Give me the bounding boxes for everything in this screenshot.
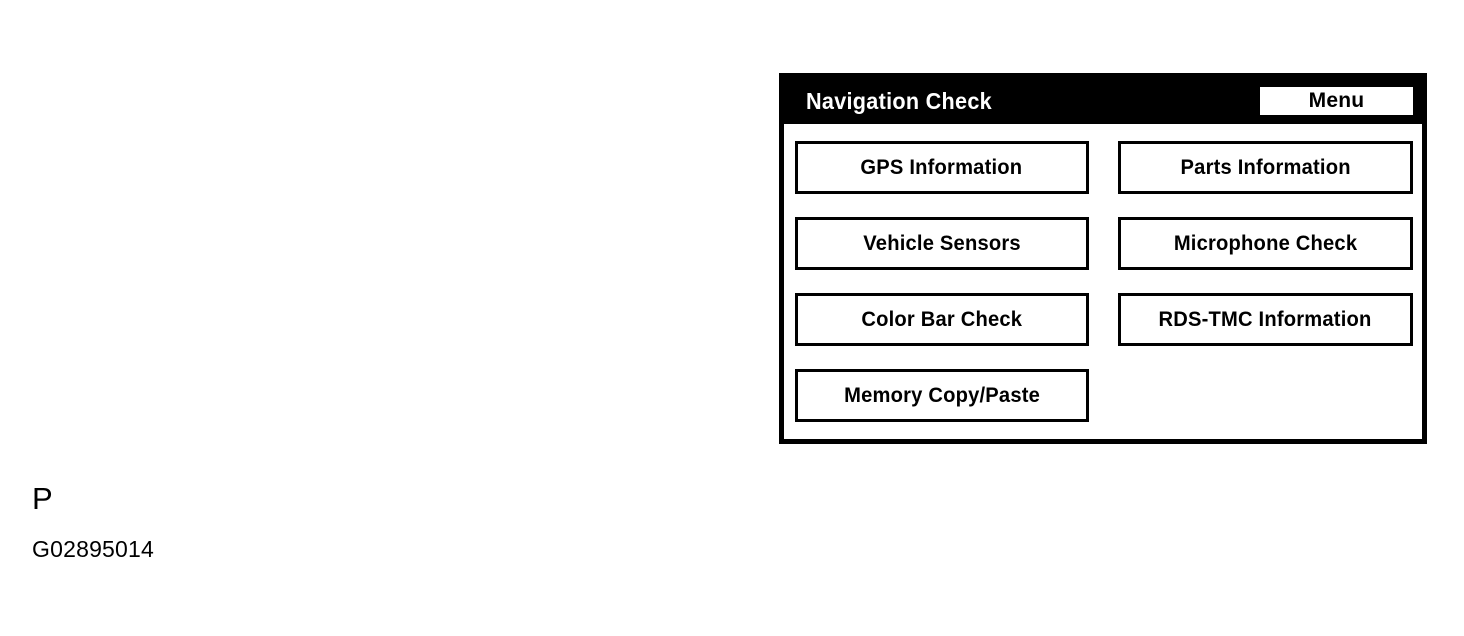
memory-copy-paste-button[interactable]: Memory Copy/Paste <box>795 369 1089 422</box>
vehicle-sensors-button[interactable]: Vehicle Sensors <box>795 217 1089 270</box>
menu-button[interactable]: Menu <box>1258 85 1415 117</box>
page-title: Navigation Check <box>806 87 992 114</box>
rds-tmc-information-label: RDS-TMC Information <box>1158 307 1372 331</box>
microphone-check-button[interactable]: Microphone Check <box>1117 217 1413 270</box>
navigation-screen-inner: Navigation Check Menu GPS Information Ve… <box>784 78 1422 439</box>
navigation-title-bar: Navigation Check Menu <box>784 78 1422 124</box>
color-bar-check-label: Color Bar Check <box>861 307 1023 331</box>
navigation-check-screen: Navigation Check Menu GPS Information Ve… <box>779 73 1427 444</box>
figure-caption: P G02895014 <box>32 481 332 563</box>
rds-tmc-information-button[interactable]: RDS-TMC Information <box>1117 293 1413 346</box>
left-button-column: GPS Information Vehicle Sensors Color Ba… <box>795 141 1089 439</box>
parts-information-button[interactable]: Parts Information <box>1117 141 1413 194</box>
microphone-check-label: Microphone Check <box>1173 231 1357 255</box>
figure-letter: P <box>32 481 53 516</box>
gps-information-label: GPS Information <box>860 155 1023 179</box>
color-bar-check-button[interactable]: Color Bar Check <box>795 293 1089 346</box>
parts-information-label: Parts Information <box>1180 155 1351 179</box>
right-button-column: Parts Information Microphone Check RDS-T… <box>1117 141 1413 439</box>
memory-copy-paste-label: Memory Copy/Paste <box>843 383 1040 407</box>
navigation-button-grid: GPS Information Vehicle Sensors Color Ba… <box>784 124 1422 439</box>
menu-button-label: Menu <box>1308 89 1365 112</box>
figure-code: G02895014 <box>32 536 155 562</box>
gps-information-button[interactable]: GPS Information <box>795 141 1089 194</box>
vehicle-sensors-label: Vehicle Sensors <box>862 231 1021 255</box>
